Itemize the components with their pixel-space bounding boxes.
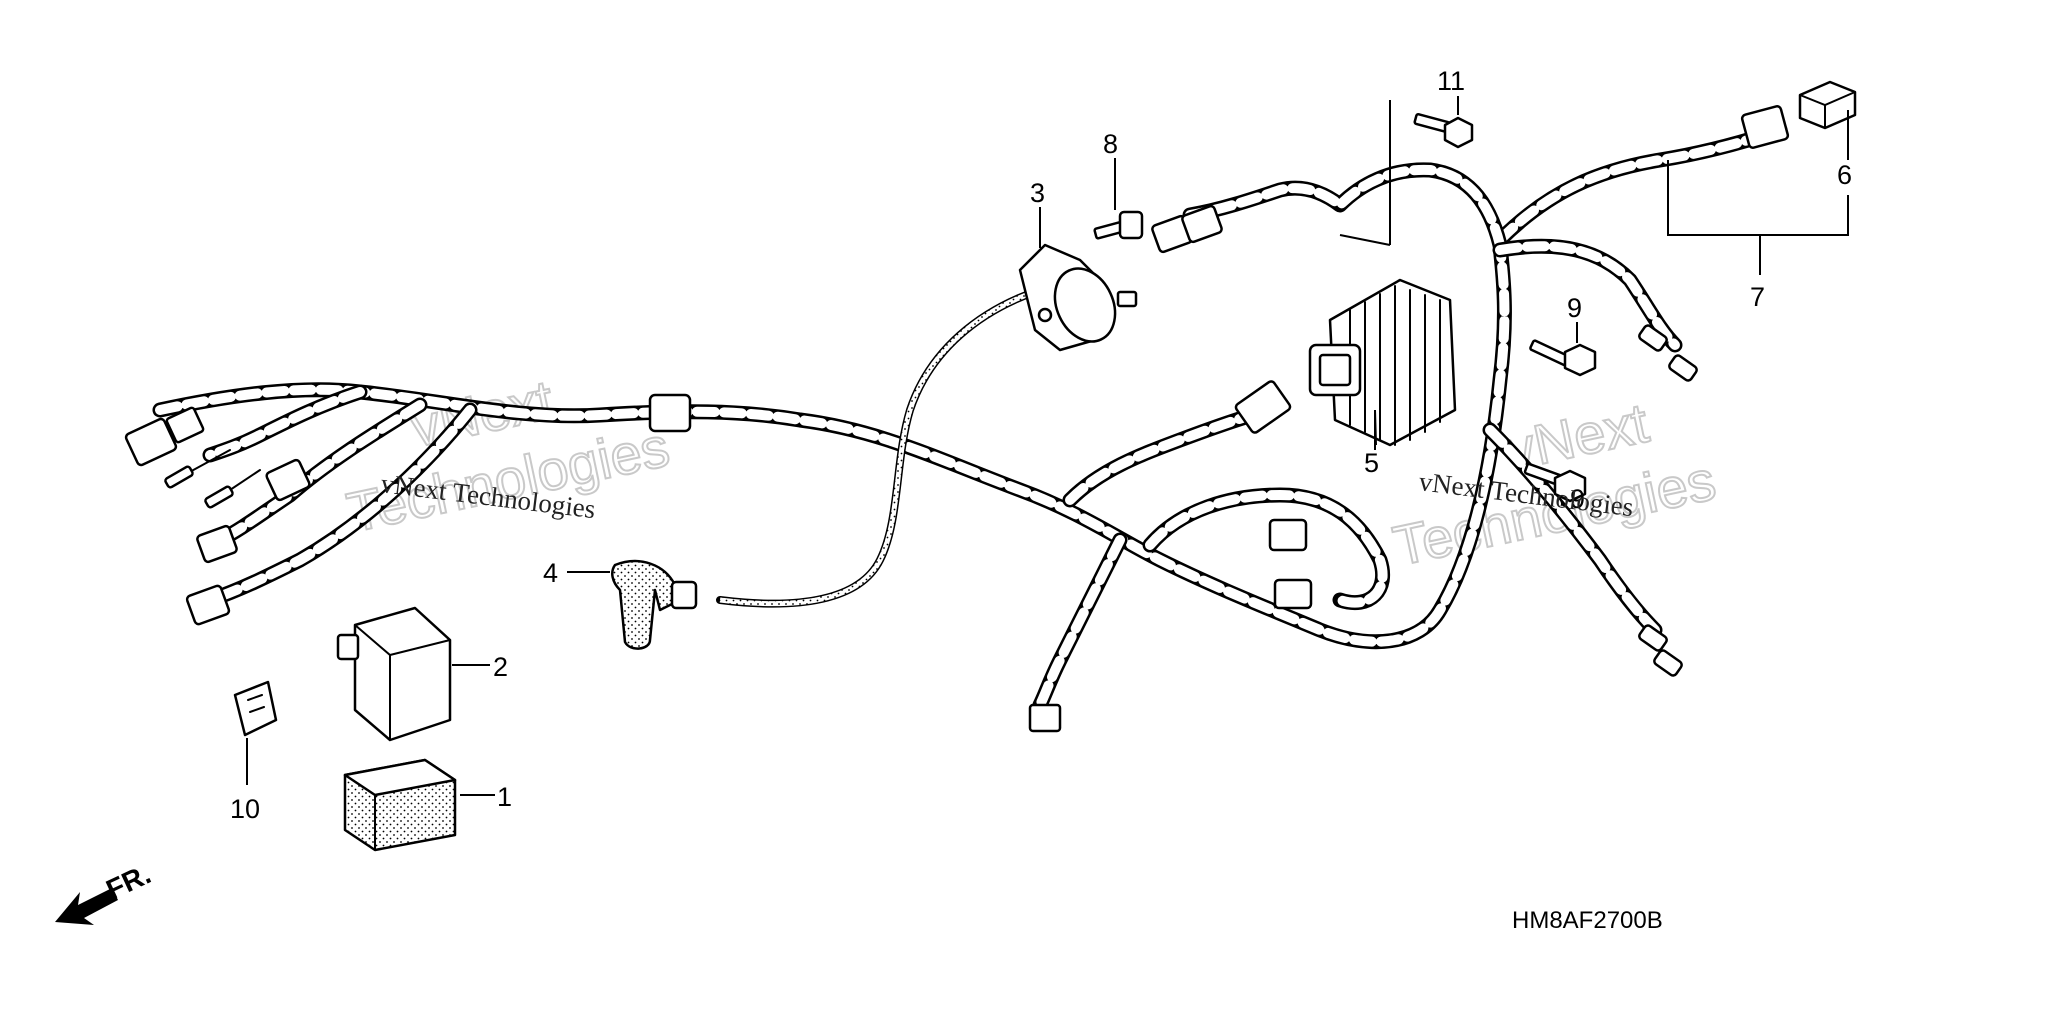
callout-5: 5 [1364,448,1379,478]
callout-2: 2 [493,652,508,682]
part-9-bolt-upper [1529,339,1597,377]
part-9-bolt-lower [1523,462,1587,503]
part-10-clip [233,680,278,737]
front-arrow-icon [55,888,118,925]
callout-3: 3 [1030,178,1045,208]
part-1-rubber-cover [343,758,457,852]
left-connectors [124,393,692,626]
part-6-connector [1798,80,1857,130]
diagram-code: HM8AF2700B [1512,907,1663,934]
part-2-relay [336,606,452,742]
part-8-bolt [1093,210,1144,240]
part-5-regulator-rectifier [1308,278,1457,447]
front-direction-indicator: FR. [55,858,155,925]
callout-11: 11 [1437,66,1465,96]
callout-4: 4 [543,558,558,588]
part-4-spark-plug-cap [611,559,698,650]
leader-lines [246,96,1849,796]
callout-1: 1 [497,782,512,812]
callout-8: 8 [1103,129,1118,159]
part-7-harness-end-connector [1740,105,1790,149]
part-11-bolt [1413,112,1474,149]
callout-7: 7 [1750,282,1765,312]
callout-9-upper: 9 [1567,293,1582,323]
callout-6: 6 [1837,160,1852,190]
center-connectors [1028,204,1698,733]
callout-10: 10 [230,794,260,824]
part-3-ignition-coil [1018,243,1138,352]
callout-9-lower: 9 [1570,484,1585,514]
watermark-left: vNext Technologies [341,367,676,546]
